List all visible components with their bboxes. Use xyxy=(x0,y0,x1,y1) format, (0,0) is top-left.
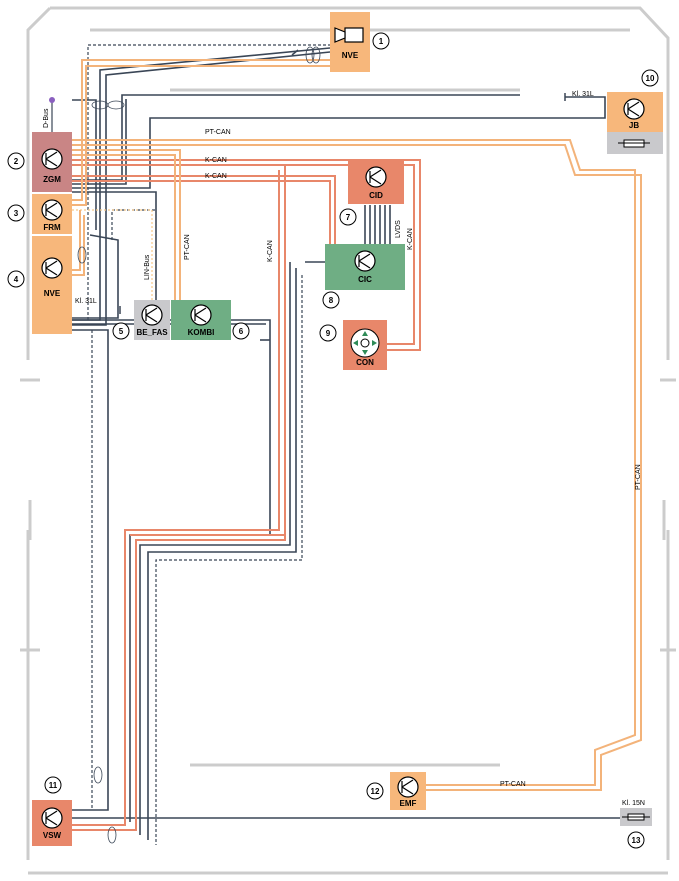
callouts: 1 2 3 4 5 6 7 8 9 10 11 12 13 xyxy=(7,32,659,849)
wire-label-lvds: LVDS xyxy=(395,220,402,238)
k-can-wires xyxy=(72,159,421,831)
callout-8: 8 xyxy=(322,291,340,309)
callout-4: 4 xyxy=(7,270,25,288)
transistor-icon xyxy=(365,166,387,188)
transistor-icon xyxy=(41,199,63,221)
module-vsw[interactable]: VSW xyxy=(32,800,72,846)
callout-13: 13 xyxy=(627,831,645,849)
module-label: EMF xyxy=(400,799,417,808)
transistor-icon xyxy=(623,98,645,120)
module-label: BE_FAS xyxy=(136,328,168,337)
callout-number: 12 xyxy=(371,787,380,796)
wire-label-pt-can-right: PT-CAN xyxy=(635,464,642,490)
module-label: CON xyxy=(356,358,374,367)
wire-label-k-can-2: K-CAN xyxy=(205,173,227,180)
callout-3: 3 xyxy=(7,204,25,222)
module-cic[interactable]: CIC xyxy=(325,244,405,290)
callout-1: 1 xyxy=(372,32,390,50)
callout-number: 13 xyxy=(632,836,641,845)
callout-2: 2 xyxy=(7,152,25,170)
module-label: CID xyxy=(369,191,383,200)
module-label: VSW xyxy=(43,831,62,840)
callout-5: 5 xyxy=(112,322,130,340)
module-jb[interactable]: JB xyxy=(607,92,663,154)
ground-wires xyxy=(70,47,620,840)
callout-number: 9 xyxy=(326,329,331,338)
ground-symbols xyxy=(119,49,566,314)
vehicle-outline xyxy=(20,6,676,875)
callout-6: 6 xyxy=(232,322,250,340)
module-con[interactable]: CON xyxy=(343,320,387,370)
transistor-icon xyxy=(397,776,419,798)
controller-icon xyxy=(350,328,380,358)
wire-label-pt-can-kombi: PT-CAN xyxy=(184,234,191,260)
callout-11: 11 xyxy=(44,776,62,794)
twisted-pair-symbols xyxy=(77,46,321,844)
kl15n-fuse[interactable] xyxy=(620,808,652,826)
wire-label-k-can-con: K-CAN xyxy=(407,228,414,250)
transistor-icon xyxy=(190,304,212,326)
transistor-icon xyxy=(41,807,63,829)
callout-10: 10 xyxy=(641,69,659,87)
module-emf[interactable]: EMF xyxy=(390,772,426,810)
camera-icon xyxy=(334,27,364,43)
transistor-icon xyxy=(41,257,63,279)
transistor-icon xyxy=(354,250,376,272)
transistor-icon xyxy=(41,148,63,170)
callout-number: 6 xyxy=(239,327,244,336)
module-frm[interactable]: FRM xyxy=(32,194,72,234)
module-label: CIC xyxy=(358,275,372,284)
module-label: NVE xyxy=(342,51,359,60)
module-label: JB xyxy=(629,121,639,130)
callout-number: 2 xyxy=(14,157,19,166)
wire-label-kl31l-nve: Kl. 31L xyxy=(75,298,97,305)
callout-number: 8 xyxy=(329,296,334,305)
wire-label-pt-can-emf: PT-CAN xyxy=(500,781,526,788)
wire-label-k-can-1: K-CAN xyxy=(205,157,227,164)
wire-label-kl31l-jb: Kl. 31L xyxy=(572,91,594,98)
wire-label-kl15n: Kl. 15N xyxy=(622,800,645,807)
fuse-icon xyxy=(618,139,650,148)
wire-labels: D-Bus Kl. 31L PT-CAN K-CAN K-CAN LIN-Bus… xyxy=(43,91,645,807)
callout-number: 1 xyxy=(379,37,384,46)
transistor-icon xyxy=(141,304,163,326)
callout-number: 10 xyxy=(646,74,655,83)
fuse-icon xyxy=(622,813,650,821)
callout-7: 7 xyxy=(339,208,357,226)
module-label: FRM xyxy=(43,223,61,232)
module-nve-top[interactable]: NVE xyxy=(330,12,370,72)
wire-label-pt-can-top: PT-CAN xyxy=(205,129,231,136)
callout-9: 9 xyxy=(319,324,337,342)
module-zgm[interactable]: ZGM xyxy=(32,132,72,192)
callout-number: 11 xyxy=(49,781,58,790)
module-cid[interactable]: CID xyxy=(348,160,404,204)
module-kombi[interactable]: KOMBI xyxy=(171,300,231,340)
lin-bus-wire xyxy=(72,209,153,300)
module-label: KOMBI xyxy=(188,328,215,337)
wire-label-d-bus: D-Bus xyxy=(43,108,50,128)
module-be-fas[interactable]: BE_FAS xyxy=(134,300,170,340)
module-label: ZGM xyxy=(43,175,61,184)
d-bus-connector xyxy=(49,97,55,132)
module-label: NVE xyxy=(44,289,61,298)
module-nve[interactable]: NVE xyxy=(32,236,72,334)
callout-number: 4 xyxy=(14,275,19,284)
callout-number: 7 xyxy=(346,213,351,222)
wire-label-k-can-vert: K-CAN xyxy=(267,240,274,262)
callout-number: 3 xyxy=(14,209,19,218)
pt-can-wires xyxy=(72,59,642,791)
wire-label-lin-bus: LIN-Bus xyxy=(144,254,151,280)
callout-12: 12 xyxy=(366,782,384,800)
callout-number: 5 xyxy=(119,327,124,336)
